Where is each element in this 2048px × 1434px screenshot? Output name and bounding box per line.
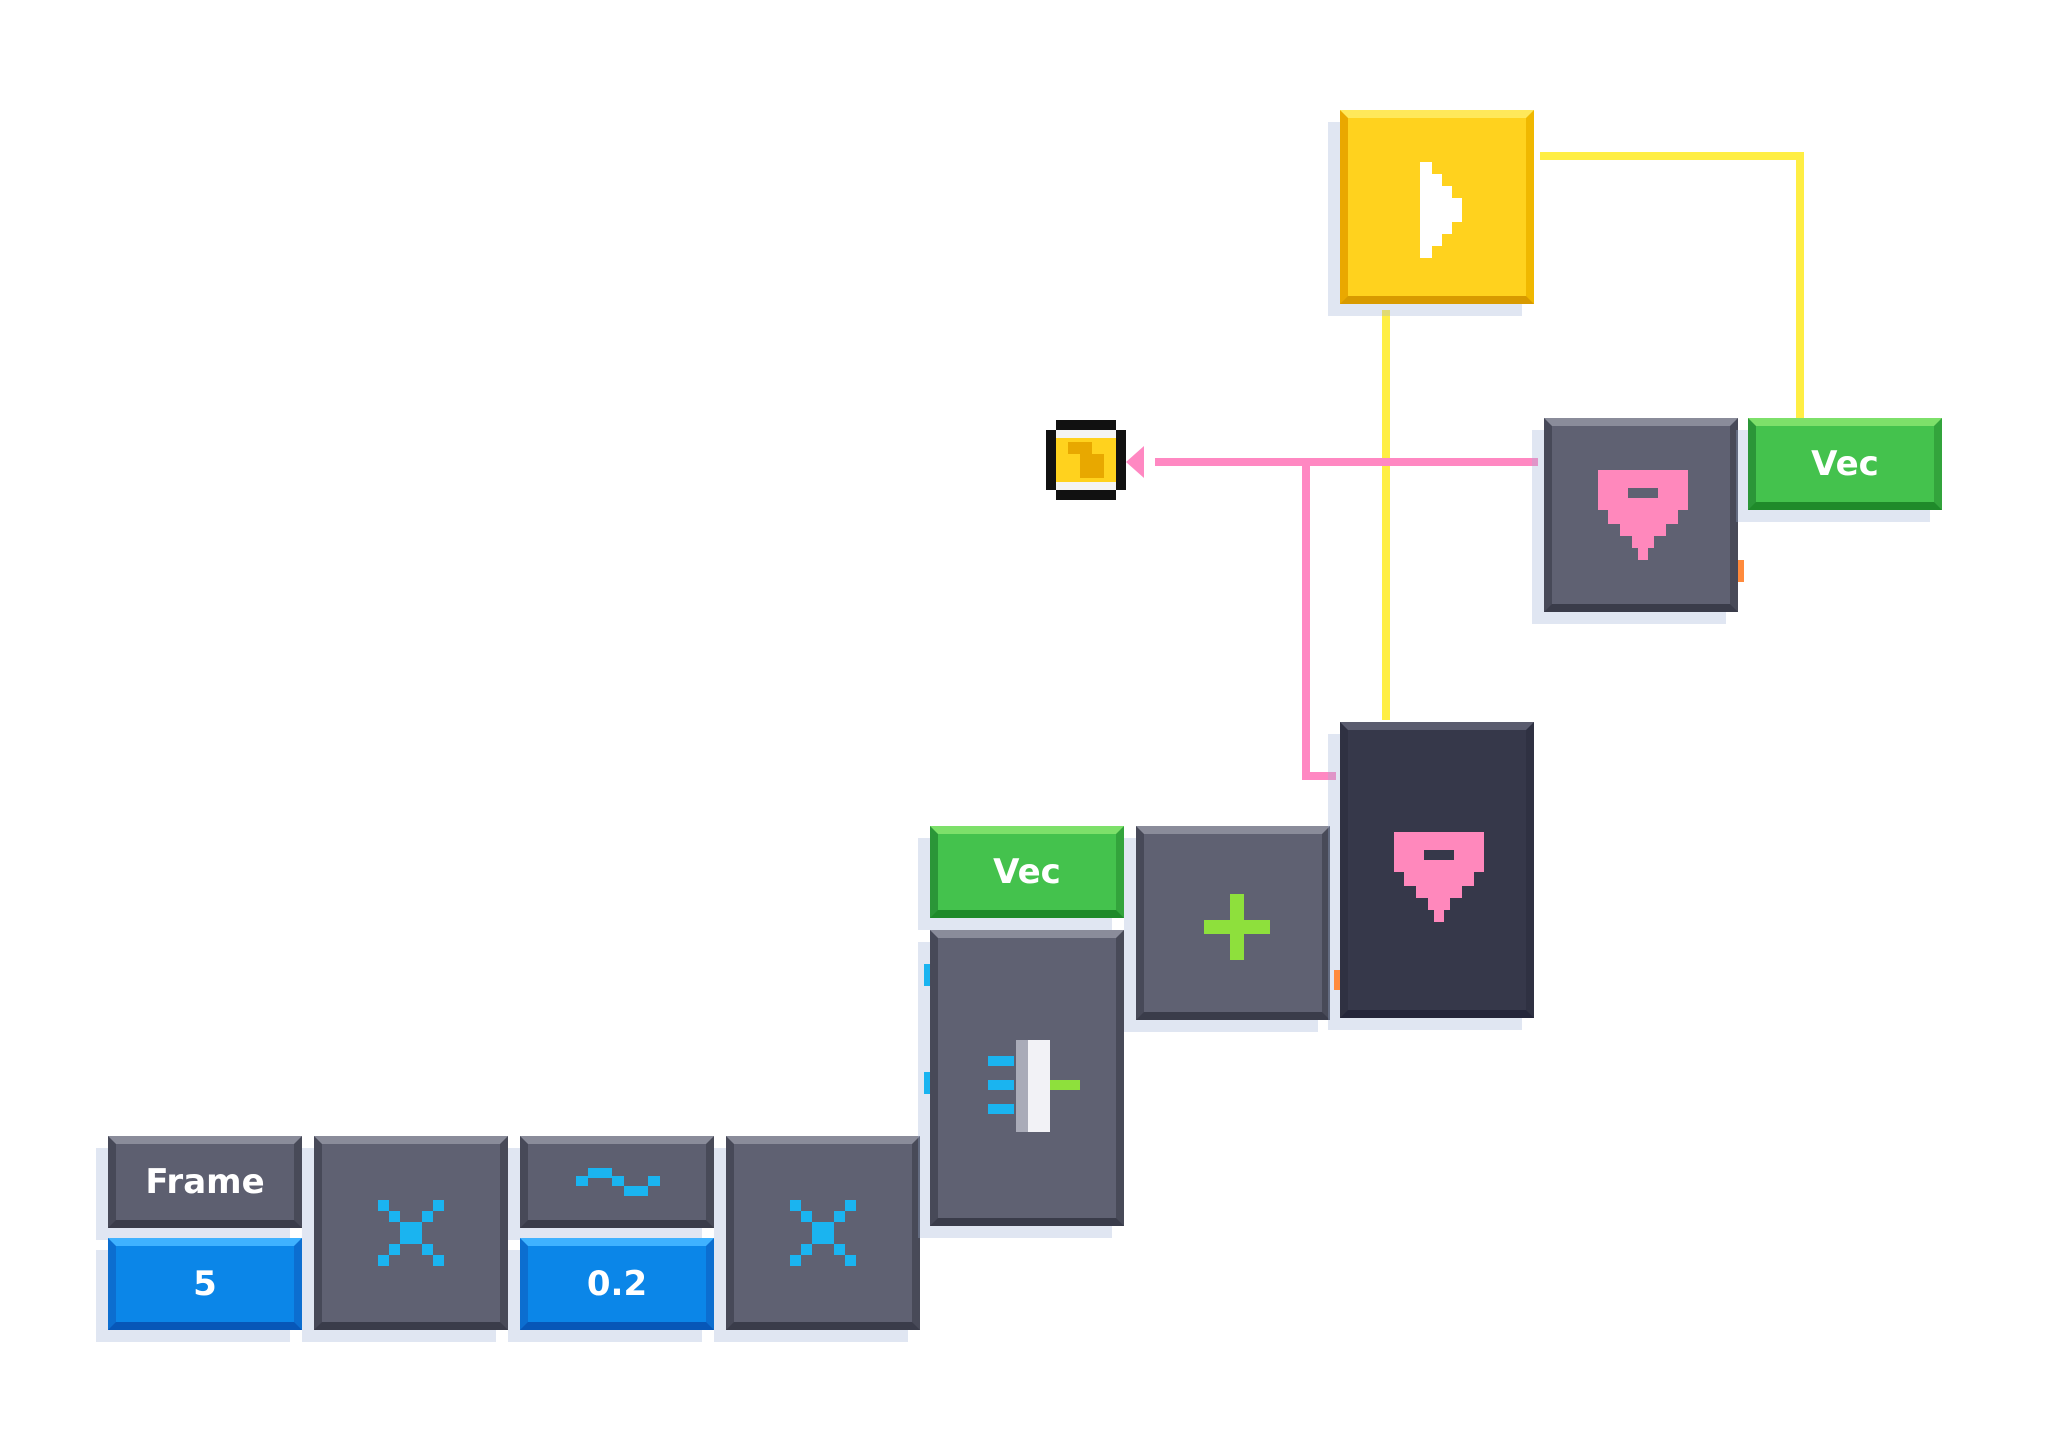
split-vector-icon [988,1040,1080,1132]
plus-icon [1204,894,1270,960]
output-port[interactable] [1334,970,1340,990]
multiply-node-1[interactable] [314,1136,508,1330]
shield-drop-icon [1598,470,1688,560]
vec-upper-label: Vec [1811,444,1879,484]
vec-lower-label: Vec [993,852,1061,892]
wave-node-header[interactable] [520,1136,714,1228]
shield-drop-icon [1394,832,1484,922]
split-vector-node[interactable] [924,930,1124,1226]
vec-node-upper[interactable]: Vec [1748,418,1942,510]
add-node[interactable] [1136,826,1330,1020]
vec-node-lower[interactable]: Vec [930,826,1124,918]
input-port[interactable] [924,964,930,986]
shape-node-upper[interactable] [1544,418,1744,612]
frame-value: 5 [193,1264,217,1304]
wave-value: 0.2 [586,1264,648,1304]
input-port[interactable] [924,1072,930,1094]
frame-value-field[interactable]: 5 [108,1238,302,1330]
wave-icon [576,1168,660,1196]
multiply-icon [790,1200,856,1266]
arrow-head-icon [1126,446,1144,478]
play-node[interactable] [1340,110,1534,304]
shape-node-dark[interactable] [1334,722,1534,1018]
play-icon [1420,162,1462,258]
wire-yellow-play-to-vec [1540,152,1804,420]
output-port[interactable] [1738,560,1744,582]
wave-value-field[interactable]: 0.2 [520,1238,714,1330]
frame-label: Frame [145,1162,265,1202]
target-marker-icon[interactable] [1046,420,1126,500]
multiply-node-2[interactable] [726,1136,920,1330]
frame-node-header[interactable]: Frame [108,1136,302,1228]
wire-pink-branch [1302,462,1336,780]
multiply-icon [378,1200,444,1266]
